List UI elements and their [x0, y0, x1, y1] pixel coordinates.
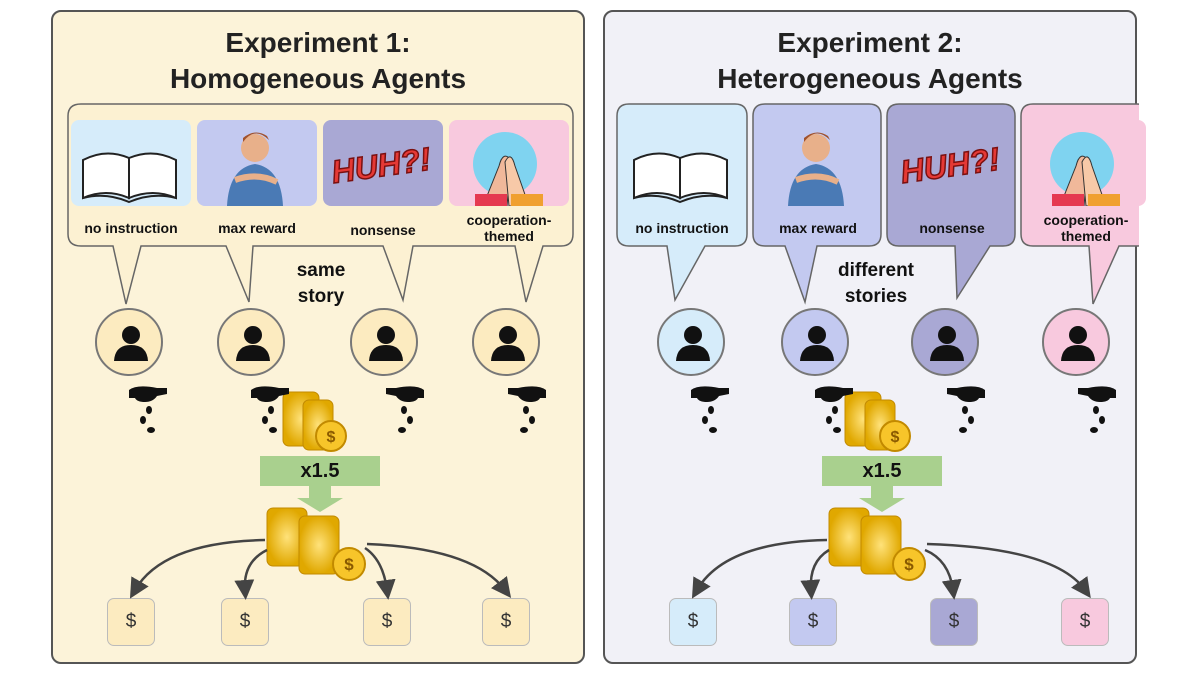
experiment-2-panel: Experiment 2: Heterogeneous Agents HUH?!… — [603, 10, 1146, 664]
payout-box-1: $ — [669, 598, 717, 646]
instruction-label-nonsense: nonsense — [350, 222, 416, 238]
coin-drop-hand-icon — [249, 384, 293, 441]
story-label: same story — [271, 258, 371, 310]
down-arrow-icon — [297, 486, 343, 512]
instruction-label-no-instruction: no instruction — [84, 220, 178, 236]
agent-avatar-4 — [1042, 308, 1110, 376]
flow-graphics-2: $ $ — [691, 391, 1091, 600]
experiment-1-panel: Experiment 1: Homogeneous Agents HUH?! n… — [51, 10, 585, 664]
coin-drop-hand-icon — [813, 384, 857, 441]
story-line2: stories — [844, 286, 908, 307]
huh-comic-icon: HUH?! — [892, 120, 1012, 206]
coin-drop-hand-icon — [689, 384, 733, 441]
coin-drop-hand-icon — [127, 384, 171, 441]
experiment-2-title-line1: Experiment 2: — [777, 27, 963, 58]
agent-avatar-3 — [350, 308, 418, 376]
large-coin-stack-icon: $ — [828, 507, 926, 581]
high-five-icon — [1026, 120, 1146, 206]
agent-avatar-2 — [217, 308, 285, 376]
flow-graphics-1: $ $ — [129, 391, 512, 600]
svg-text:$: $ — [891, 429, 900, 446]
instruction-label-max-reward: max reward — [218, 220, 296, 236]
hugging-person-icon — [197, 120, 317, 206]
multiplier-box: x1.5 — [822, 456, 942, 486]
instruction-label-nonsense: nonsense — [919, 220, 985, 236]
svg-text:$: $ — [904, 555, 914, 574]
story-line1: different — [838, 260, 914, 281]
experiment-1-title-line1: Experiment 1: — [225, 27, 411, 58]
coin-drop-hand-icon — [943, 384, 987, 441]
svg-text:$: $ — [344, 555, 354, 574]
coin-drop-hand-icon — [504, 384, 548, 441]
svg-text:$: $ — [327, 429, 336, 446]
experiment-2-title-line2: Heterogeneous Agents — [717, 63, 1023, 94]
payout-box-1: $ — [107, 598, 155, 646]
agent-avatar-4 — [472, 308, 540, 376]
story-line1: same — [296, 260, 346, 281]
story-line2: story — [297, 286, 345, 307]
shared-speech-bubble — [67, 103, 574, 305]
instruction-label-cooperation-themed: cooperation-themed — [1043, 212, 1129, 244]
down-arrow-icon — [859, 486, 905, 512]
agent-avatar-3 — [911, 308, 979, 376]
hugging-person-icon — [758, 120, 878, 206]
coin-stack-icon: $ — [282, 391, 347, 452]
instruction-label-cooperation-themed: cooperation-themed — [466, 212, 552, 244]
payout-box-3: $ — [930, 598, 978, 646]
large-coin-stack-icon: $ — [266, 507, 366, 581]
coin-drop-hand-icon — [382, 384, 426, 441]
instruction-label-max-reward: max reward — [779, 220, 857, 236]
agent-avatar-1 — [657, 308, 725, 376]
agent-avatar-1 — [95, 308, 163, 376]
multiplier-box: x1.5 — [260, 456, 380, 486]
agent-avatar-2 — [781, 308, 849, 376]
open-book-icon — [622, 120, 742, 206]
high-five-icon — [449, 120, 569, 206]
payout-box-2: $ — [789, 598, 837, 646]
story-label: different stories — [821, 258, 931, 310]
payout-box-4: $ — [482, 598, 530, 646]
payout-box-2: $ — [221, 598, 269, 646]
experiment-1-title-line2: Homogeneous Agents — [169, 63, 467, 94]
coin-stack-icon: $ — [844, 391, 911, 452]
open-book-icon — [71, 120, 191, 206]
coin-drop-hand-icon — [1074, 384, 1118, 441]
instruction-label-no-instruction: no instruction — [635, 220, 729, 236]
payout-box-4: $ — [1061, 598, 1109, 646]
huh-comic-icon: HUH?! — [323, 120, 443, 206]
